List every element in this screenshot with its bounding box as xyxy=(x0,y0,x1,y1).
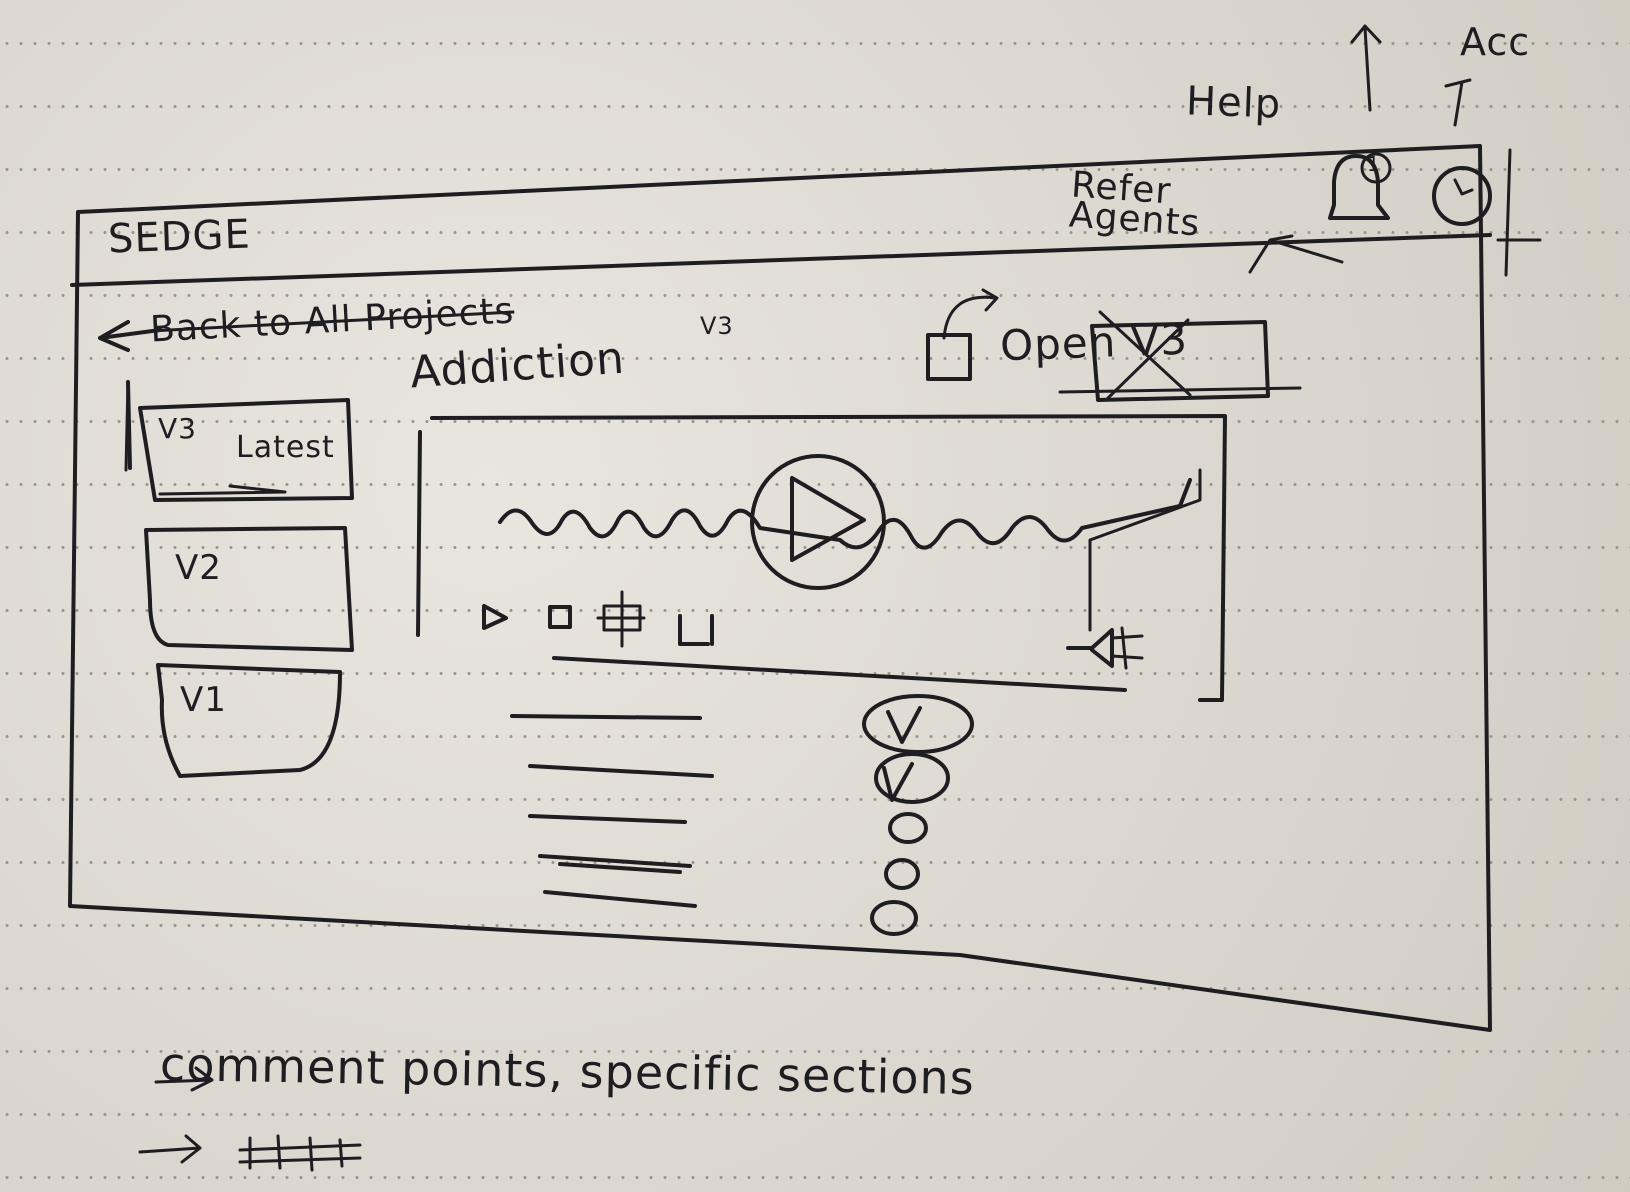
video-player-frame xyxy=(416,414,1227,702)
bell-icon[interactable] xyxy=(1328,152,1392,220)
big-play-icon[interactable] xyxy=(750,454,886,590)
check-item-1[interactable] xyxy=(862,694,974,754)
sidebar-divider xyxy=(124,380,130,472)
check-item-2[interactable] xyxy=(874,752,950,804)
account-icon[interactable] xyxy=(1432,166,1492,226)
share-icon[interactable] xyxy=(926,288,999,381)
app-logo[interactable]: SEDGE xyxy=(107,211,252,263)
help-arrow xyxy=(1350,24,1382,112)
comment-line-5 xyxy=(543,890,697,908)
comment-line-1 xyxy=(510,714,702,720)
comment-line-2 xyxy=(528,764,714,778)
open-button-outline xyxy=(1090,320,1270,402)
volume-icon[interactable] xyxy=(1066,626,1144,670)
fullscreen-icon[interactable] xyxy=(678,614,714,646)
header-edge-mark xyxy=(1496,148,1542,277)
note-scribble xyxy=(238,1134,362,1172)
header-divider xyxy=(70,233,1492,287)
refer-arrow xyxy=(1248,234,1344,274)
version-card-v1[interactable] xyxy=(156,663,342,778)
check-item-4[interactable] xyxy=(884,858,920,890)
player-right-drop xyxy=(1088,468,1202,632)
note-arrow-1 xyxy=(154,1066,214,1092)
progress-track[interactable] xyxy=(552,656,1127,692)
version-label-v2: V2 xyxy=(175,548,222,588)
note-arrow-2 xyxy=(138,1134,202,1164)
help-label: Help xyxy=(1185,78,1282,128)
comment-line-3 xyxy=(528,814,687,824)
latest-underline xyxy=(158,484,287,496)
project-version-label: V3 xyxy=(700,312,734,340)
comment-line-4 xyxy=(538,854,692,874)
open-button-cross xyxy=(1058,310,1302,400)
check-item-3[interactable] xyxy=(888,812,928,844)
open-version-button[interactable]: Open V3 xyxy=(999,314,1189,371)
window-frame xyxy=(68,144,1492,1032)
acc-arrow xyxy=(1444,78,1472,127)
account-label: Acc xyxy=(1460,20,1531,64)
subtitle-icon[interactable] xyxy=(596,590,646,648)
version-label-v3: V3 xyxy=(158,412,197,445)
refer-agents-link[interactable]: Refer Agents xyxy=(1067,164,1202,245)
version-card-v2[interactable] xyxy=(144,526,354,652)
notification-badge: 1 xyxy=(1367,152,1381,176)
check-item-5[interactable] xyxy=(870,900,918,936)
back-arrow-icon[interactable] xyxy=(98,320,162,352)
audio-waveform xyxy=(498,478,1192,550)
stop-icon[interactable] xyxy=(548,605,572,629)
version-label-v1: V1 xyxy=(180,680,227,720)
latest-tag: Latest xyxy=(236,430,335,465)
play-icon[interactable] xyxy=(482,604,508,630)
